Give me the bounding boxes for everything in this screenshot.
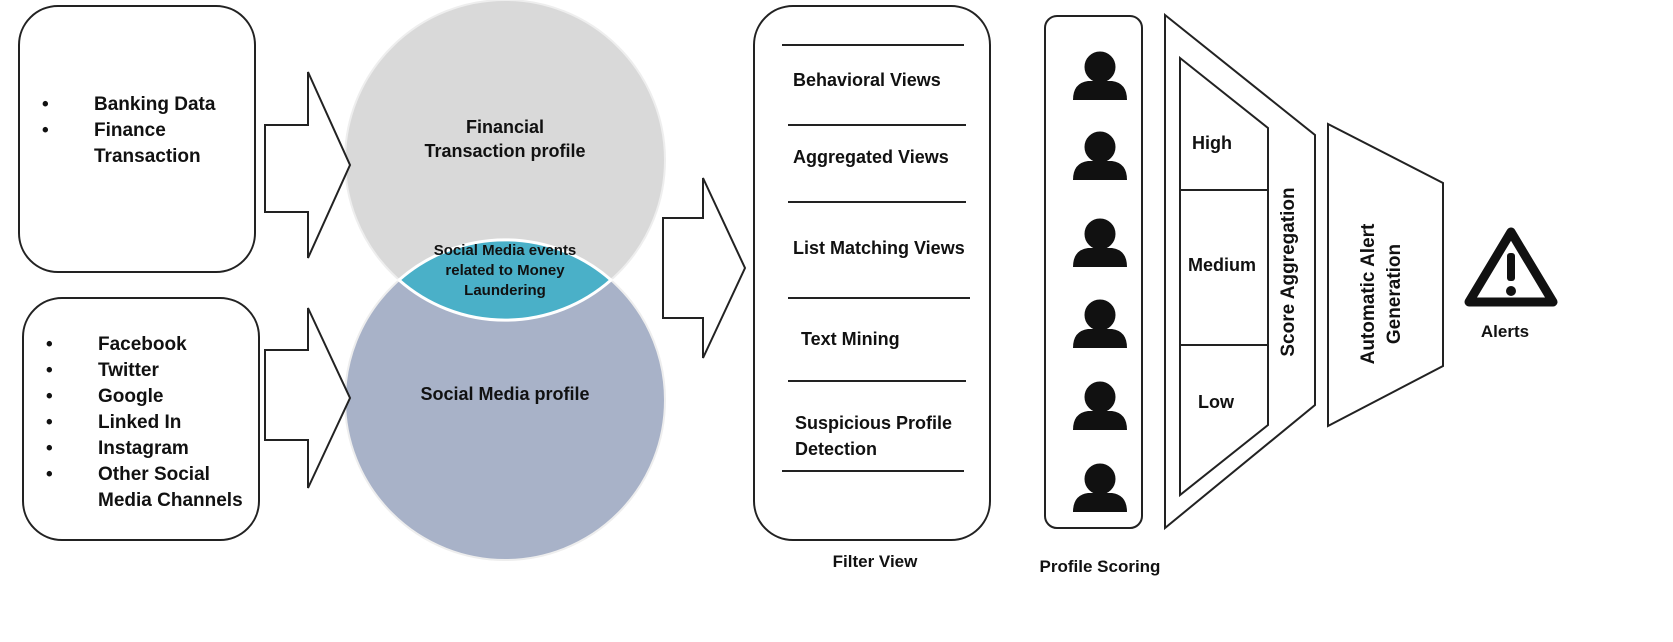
score-level-high: High — [1192, 133, 1232, 153]
divider — [788, 201, 966, 203]
financial-source-list: •Banking Data •Finance Transaction — [42, 92, 242, 170]
warning-icon — [1464, 227, 1558, 307]
list-item: •Banking Data — [42, 94, 216, 115]
overlap-lens — [396, 238, 614, 322]
financial-source-box: •Banking Data •Finance Transaction — [18, 5, 256, 273]
user-icon — [1073, 215, 1127, 267]
alert-generation-trapezoid — [1327, 122, 1444, 428]
list-item: •Twitter — [46, 360, 159, 381]
filter-item-behavioral: Behavioral Views — [793, 70, 941, 90]
alert-generation-label: Automatic Alert Generation — [1358, 223, 1405, 365]
divider — [782, 470, 964, 472]
arrow-filter — [662, 177, 747, 359]
social-source-list: •Facebook •Twitter •Google •Linked In •I… — [46, 332, 246, 514]
overlap-label: Social Media events related to Money Lau… — [433, 242, 577, 299]
list-item: •Linked In — [46, 412, 182, 433]
filter-item-list-matching: List Matching Views — [793, 238, 965, 258]
list-item: •Instagram — [46, 438, 189, 459]
financial-profile-label: Financial Transaction profile — [424, 117, 586, 161]
filter-item-suspicious: Suspicious Profile Detection — [795, 413, 953, 459]
list-item: •Other Social Media Channels — [46, 464, 243, 511]
user-icon — [1073, 378, 1127, 430]
filter-view-box: Behavioral Views Aggregated Views List M… — [753, 5, 991, 541]
social-source-box: •Facebook •Twitter •Google •Linked In •I… — [22, 297, 260, 541]
profile-scoring-caption: Profile Scoring — [1039, 557, 1161, 576]
score-aggregation-inner — [1179, 55, 1269, 498]
user-icon — [1073, 296, 1127, 348]
user-icon — [1073, 48, 1127, 100]
list-item: •Facebook — [46, 334, 187, 355]
user-icon — [1073, 128, 1127, 180]
divider — [788, 124, 966, 126]
user-icon — [1073, 460, 1127, 512]
social-profile-label: Social Media profile — [420, 384, 590, 404]
list-item: •Google — [46, 386, 164, 407]
arrow-financial — [264, 71, 352, 259]
filter-item-text-mining: Text Mining — [801, 329, 900, 349]
alerts-caption: Alerts — [1480, 322, 1530, 341]
score-level-medium: Medium — [1187, 255, 1256, 275]
arrow-social — [264, 307, 352, 489]
score-aggregation-label: Score Aggregation — [1278, 187, 1299, 357]
score-level-low: Low — [1198, 392, 1234, 412]
divider — [782, 44, 964, 46]
filter-item-aggregated: Aggregated Views — [793, 147, 949, 167]
list-item: •Finance Transaction — [42, 120, 201, 167]
filter-view-caption: Filter View — [832, 552, 918, 571]
divider — [788, 380, 966, 382]
divider — [788, 297, 970, 299]
user-icons — [1073, 48, 1127, 512]
